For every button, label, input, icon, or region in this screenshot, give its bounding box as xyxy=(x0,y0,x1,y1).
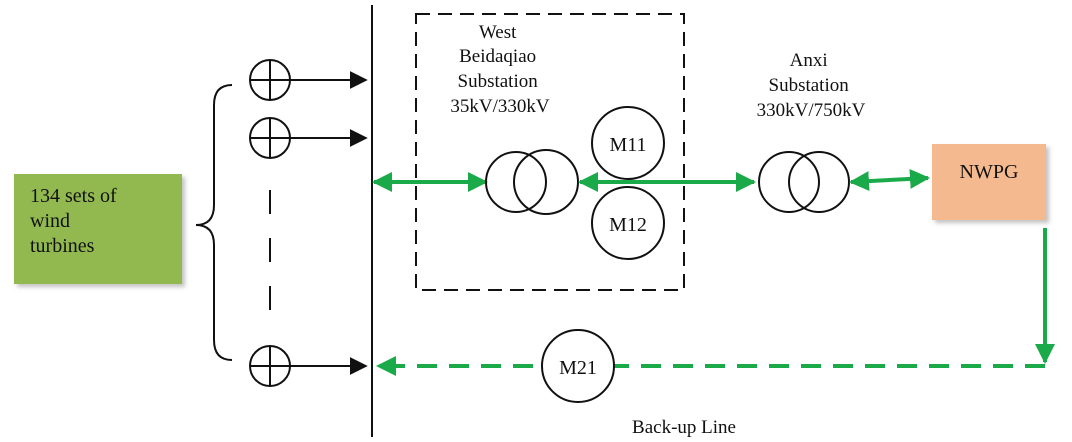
generator-icon xyxy=(249,117,291,159)
anxi-to-nwpg-link xyxy=(849,168,930,192)
generator-icon xyxy=(249,345,291,387)
nwpg-label: NWPG xyxy=(960,161,1019,183)
nwpg-box xyxy=(932,144,1046,220)
meter-m21-label: M21 xyxy=(559,357,597,379)
meter-m11-label: M11 xyxy=(609,134,646,156)
wind-turbines-label: 134 sets of wind turbines xyxy=(30,185,117,257)
backup-line-label: Back-up Line xyxy=(632,417,736,438)
anxi-transformer-icon xyxy=(758,151,850,213)
west-substation-label: West Beidaqiao Substation 35kV/330kV xyxy=(450,22,550,117)
west-transformer-icon xyxy=(485,149,579,215)
generator-group-brace xyxy=(195,84,233,361)
meter-m21 xyxy=(541,329,615,403)
wind-turbines-box xyxy=(14,174,182,284)
generator-icon xyxy=(249,59,291,101)
west-substation-boundary xyxy=(415,13,685,291)
meter-m12-label: M12 xyxy=(609,214,647,236)
anxi-substation-label: Anxi Substation 330kV/750kV xyxy=(757,50,866,121)
